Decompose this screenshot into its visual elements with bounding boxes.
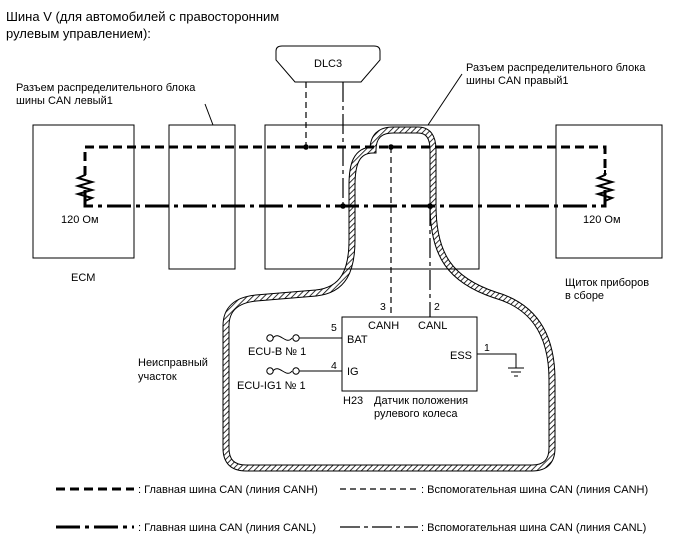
ecu-b-fuse-label: ECU-B № 1	[248, 346, 306, 358]
ecu-ig1-fuse-terminal-left	[266, 367, 274, 375]
junction-left-callout	[204, 103, 214, 126]
ecu-ig1-fuse-label: ECU-IG1 № 1	[237, 380, 306, 392]
sensor-pin-ess: 1	[484, 342, 490, 354]
faulty-section-label-line2: участок	[138, 371, 177, 383]
sensor-canh-label: CANH	[368, 320, 399, 332]
sensor-pin-bat: 5	[331, 322, 337, 334]
legend-sub-canl-label: : Вспомогательная шина CAN (линия CANL)	[421, 522, 646, 534]
meter-label-line1: Щиток приборов	[565, 277, 649, 289]
junction-right-box	[264, 124, 480, 270]
faulty-section-label-line1: Неисправный	[138, 357, 208, 369]
sensor-name-line1: Датчик положения	[374, 395, 468, 407]
sensor-pin-canh: 3	[380, 301, 386, 313]
sensor-pin-ig: 4	[331, 360, 337, 372]
ecm-box	[32, 124, 135, 259]
meter-label-line2: в сборе	[565, 290, 604, 302]
meter-box	[555, 124, 663, 259]
sensor-ig-label: IG	[347, 366, 359, 378]
junction-right-callout	[427, 73, 463, 126]
dlc3-connector	[275, 45, 381, 83]
junction-left-label-line2: шины CAN левый1	[16, 95, 113, 107]
fuse-icon	[272, 335, 293, 341]
ecm-terminating-resistor	[74, 170, 96, 206]
junction-left-box	[168, 124, 236, 270]
ess-wire	[477, 353, 517, 368]
legend-main-canh-label: : Главная шина CAN (линия CANH)	[138, 484, 318, 496]
sensor-pin-canl: 2	[434, 301, 440, 313]
sensor-canl-label: CANL	[418, 320, 447, 332]
junction-left-label-line1: Разъем распределительного блока	[16, 82, 196, 94]
diagram-title-line1: Шина V (для автомобилей с правосторонним	[6, 9, 279, 24]
legend-sub-canh-label: : Вспомогательная шина CAN (линия CANH)	[421, 484, 648, 496]
diagram-title-line2: рулевым управлением):	[6, 26, 151, 41]
junction-dot-dlc3-canh	[303, 144, 309, 150]
ecm-label: ECM	[71, 272, 95, 284]
junction-right-label-line2: шины CAN правый1	[466, 75, 569, 87]
ecu-ig1-fuse-terminal-right	[292, 367, 300, 375]
main-bus-canh	[83, 145, 607, 175]
meter-terminating-resistor	[594, 170, 616, 206]
ecu-b-fuse-terminal-left	[266, 334, 274, 342]
ecm-resistor-label: 120 Ом	[61, 214, 99, 226]
sensor-bat-label: BAT	[347, 334, 368, 346]
ecu-b-fuse-terminal-right	[292, 334, 300, 342]
sensor-ess-label: ESS	[450, 350, 472, 362]
main-bus-canl	[83, 190, 607, 208]
sensor-name-line2: рулевого колеса	[374, 408, 458, 420]
junction-dot-dlc3-canl	[340, 203, 346, 209]
junction-right-label-line1: Разъем распределительного блока	[466, 62, 646, 74]
legend-main-canl-label: : Главная шина CAN (линия CANL)	[138, 522, 316, 534]
dlc3-label: DLC3	[314, 58, 342, 70]
fuse-icon	[272, 368, 293, 374]
sensor-code: H23	[343, 395, 363, 407]
meter-resistor-label: 120 Ом	[583, 214, 621, 226]
